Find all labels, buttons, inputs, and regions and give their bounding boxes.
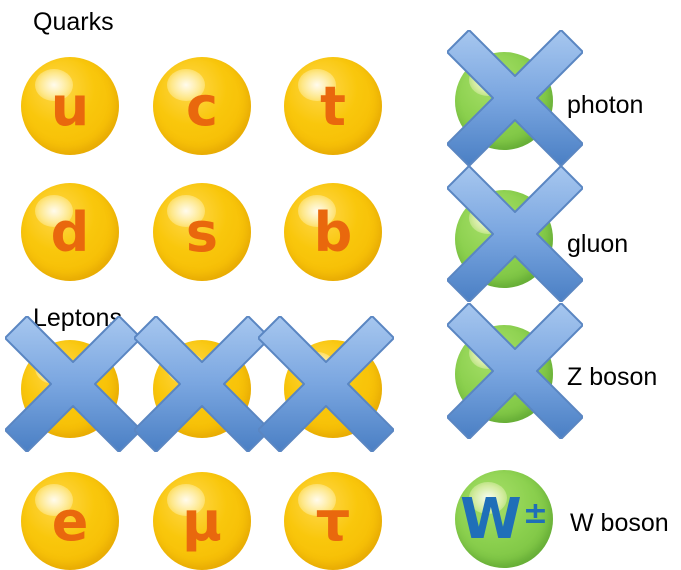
ball-highlight [167, 69, 205, 101]
quark-symbol: b [313, 200, 353, 264]
leptons-heading: Leptons [33, 304, 122, 332]
quark-symbol: s [185, 200, 219, 264]
quark-down: d [21, 183, 119, 281]
boson-label-w: W boson [570, 509, 669, 537]
ball-highlight [298, 195, 336, 227]
quark-symbol: t [320, 74, 346, 138]
lepton-muon: μ [153, 472, 251, 570]
lepton-tau: τ [284, 472, 382, 570]
quark-up: u [21, 57, 119, 155]
ball-highlight [298, 484, 336, 516]
cross-icon [447, 166, 583, 302]
lepton-symbol: τ [315, 489, 351, 553]
ball-highlight [35, 484, 73, 516]
quark-top: t [284, 57, 382, 155]
cross-icon [258, 316, 394, 452]
ball-highlight [167, 484, 205, 516]
lepton-electron: e [21, 472, 119, 570]
cross-icon [5, 316, 141, 452]
boson-label-z: Z boson [567, 363, 658, 391]
quark-strange: s [153, 183, 251, 281]
ball-highlight [35, 195, 73, 227]
quark-symbol: d [50, 200, 90, 264]
quarks-heading: Quarks [33, 8, 114, 36]
boson-label-photon: photon [567, 91, 644, 119]
quark-bottom: b [284, 183, 382, 281]
quark-symbol: c [185, 74, 218, 138]
cross-icon [134, 316, 270, 452]
boson-w: W± [455, 470, 553, 568]
lepton-symbol: μ [182, 489, 222, 553]
lepton-symbol: e [51, 489, 89, 553]
w-boson-symbol: W± [460, 486, 548, 552]
ball-highlight [35, 69, 73, 101]
ball-highlight [469, 482, 507, 514]
cross-icon [447, 30, 583, 166]
quark-charm: c [153, 57, 251, 155]
boson-label-gluon: gluon [567, 230, 629, 258]
ball-highlight [298, 69, 336, 101]
cross-icon [447, 303, 583, 439]
ball-highlight [167, 195, 205, 227]
quark-symbol: u [50, 74, 90, 138]
